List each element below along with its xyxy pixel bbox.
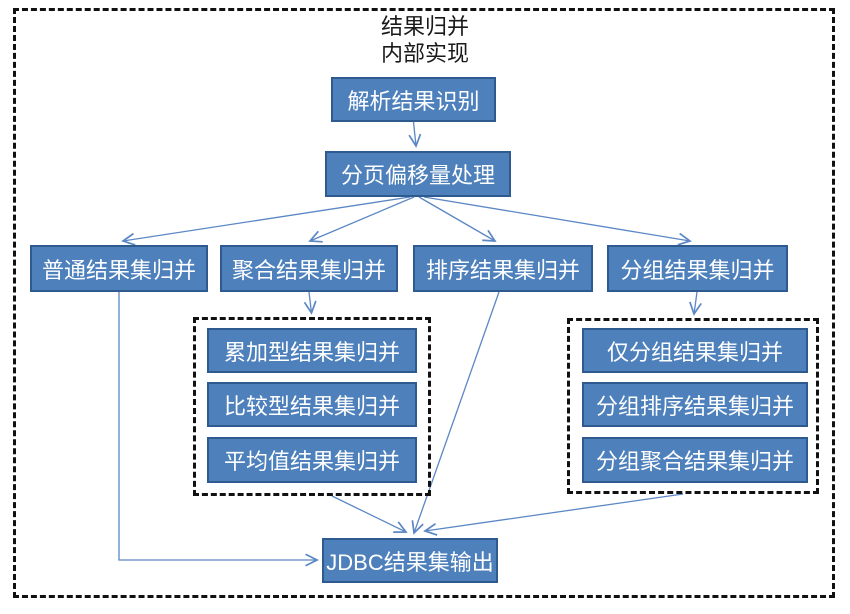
arrow-normal-to-jdbc bbox=[118, 292, 317, 560]
node-sort-resultset-merge: 排序结果集归并 bbox=[413, 245, 593, 292]
node-accumulate-resultset-merge: 累加型结果集归并 bbox=[207, 328, 417, 373]
arrow-paging-to-group bbox=[423, 196, 690, 241]
node-group-only-resultset-merge: 仅分组结果集归并 bbox=[582, 328, 808, 373]
node-jdbc-resultset-output: JDBC结果集输出 bbox=[322, 538, 498, 583]
arrow-aggregate-to-subgroup bbox=[309, 291, 312, 313]
arrow-paging-to-aggregate bbox=[310, 196, 415, 241]
outer-dashed-frame bbox=[13, 8, 835, 598]
title-line-1: 结果归并 bbox=[380, 14, 469, 39]
diagram-title: 结果归并 内部实现 bbox=[0, 13, 850, 67]
node-average-resultset-merge: 平均值结果集归并 bbox=[207, 437, 417, 483]
node-group-resultset-merge: 分组结果集归并 bbox=[607, 245, 788, 292]
node-group-sort-resultset-merge: 分组排序结果集归并 bbox=[582, 382, 808, 427]
arrow-group-subgroup-to-jdbc bbox=[425, 493, 684, 531]
arrow-parse-to-paging bbox=[414, 121, 417, 146]
arrow-aggregate-subgroup-to-jdbc bbox=[331, 495, 406, 532]
title-line-2: 内部实现 bbox=[380, 41, 469, 66]
node-normal-resultset-merge: 普通结果集归并 bbox=[30, 245, 208, 292]
arrow-group-to-subgroup bbox=[694, 291, 697, 314]
node-compare-resultset-merge: 比较型结果集归并 bbox=[207, 382, 417, 427]
node-aggregate-resultset-merge: 聚合结果集归并 bbox=[220, 245, 398, 292]
aggregate-subgroup-frame bbox=[193, 317, 431, 496]
arrow-paging-to-sort bbox=[418, 196, 495, 241]
node-paging-offset-processing: 分页偏移量处理 bbox=[325, 151, 511, 197]
group-subgroup-frame bbox=[567, 318, 819, 494]
node-parse-result-recognition: 解析结果识别 bbox=[331, 77, 496, 122]
arrow-paging-to-normal bbox=[123, 196, 411, 241]
node-group-aggregate-resultset-merge: 分组聚合结果集归并 bbox=[582, 437, 808, 483]
